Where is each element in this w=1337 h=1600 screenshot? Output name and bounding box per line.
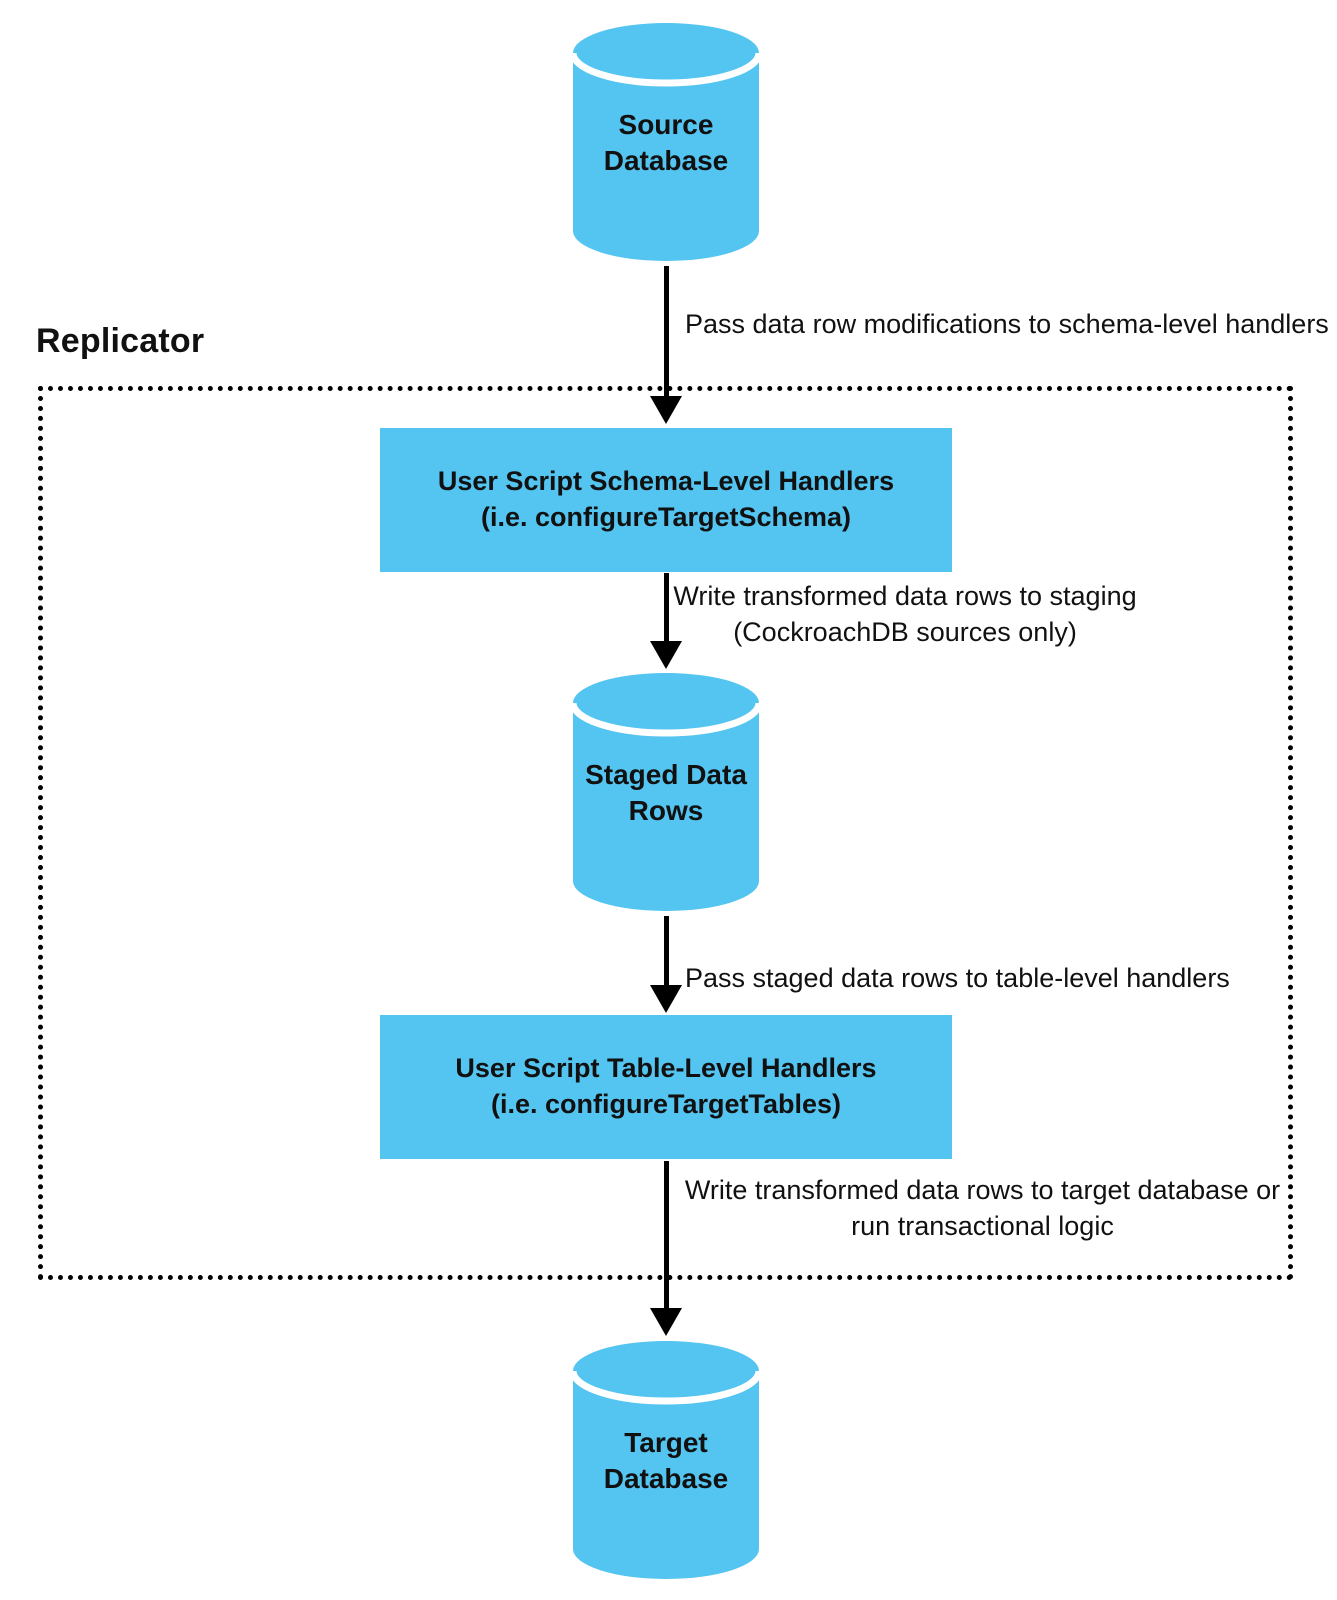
arrow-shaft xyxy=(663,573,669,643)
table-level-handlers-label: User Script Table-Level Handlers (i.e. c… xyxy=(455,1053,877,1119)
edge-label-table-to-target: Write transformed data rows to target da… xyxy=(684,1175,1281,1242)
arrow-shaft xyxy=(663,1161,669,1310)
schema-level-handlers-label: User Script Schema-Level Handlers (i.e. … xyxy=(437,466,895,532)
arrow-shaft xyxy=(663,916,669,987)
arrow-down-icon xyxy=(650,1161,682,1336)
edge-label-source-to-schema: Pass data row modifications to schema-le… xyxy=(685,309,1329,339)
arrow-down-icon xyxy=(650,266,682,424)
arrow-head xyxy=(650,1308,682,1336)
arrow-down-icon xyxy=(650,573,682,669)
arrow-head xyxy=(650,985,682,1013)
source-database-label: Source Database xyxy=(603,109,729,176)
node-staged-data-rows: Staged Data Rows xyxy=(570,670,762,914)
arrow-down-icon xyxy=(650,916,682,1013)
staged-data-rows-label: Staged Data Rows xyxy=(585,759,747,826)
edge-label-staging-to-table: Pass staged data rows to table-level han… xyxy=(685,963,1230,993)
arrow-shaft xyxy=(663,266,669,398)
database-cylinder-icon xyxy=(570,673,762,911)
node-source-database: Source Database xyxy=(570,20,762,264)
node-target-database: Target Database xyxy=(570,1338,762,1582)
node-schema-level-handlers: User Script Schema-Level Handlers (i.e. … xyxy=(380,428,952,572)
arrow-head xyxy=(650,396,682,424)
edge-label-schema-to-staging: Write transformed data rows to staging (… xyxy=(673,581,1137,648)
arrow-head xyxy=(650,641,682,669)
replicator-group-label: Replicator xyxy=(36,322,205,360)
database-cylinder-icon xyxy=(570,23,762,261)
database-cylinder-icon xyxy=(570,1341,762,1579)
node-table-level-handlers: User Script Table-Level Handlers (i.e. c… xyxy=(380,1015,952,1159)
target-database-label: Target Database xyxy=(603,1427,729,1494)
